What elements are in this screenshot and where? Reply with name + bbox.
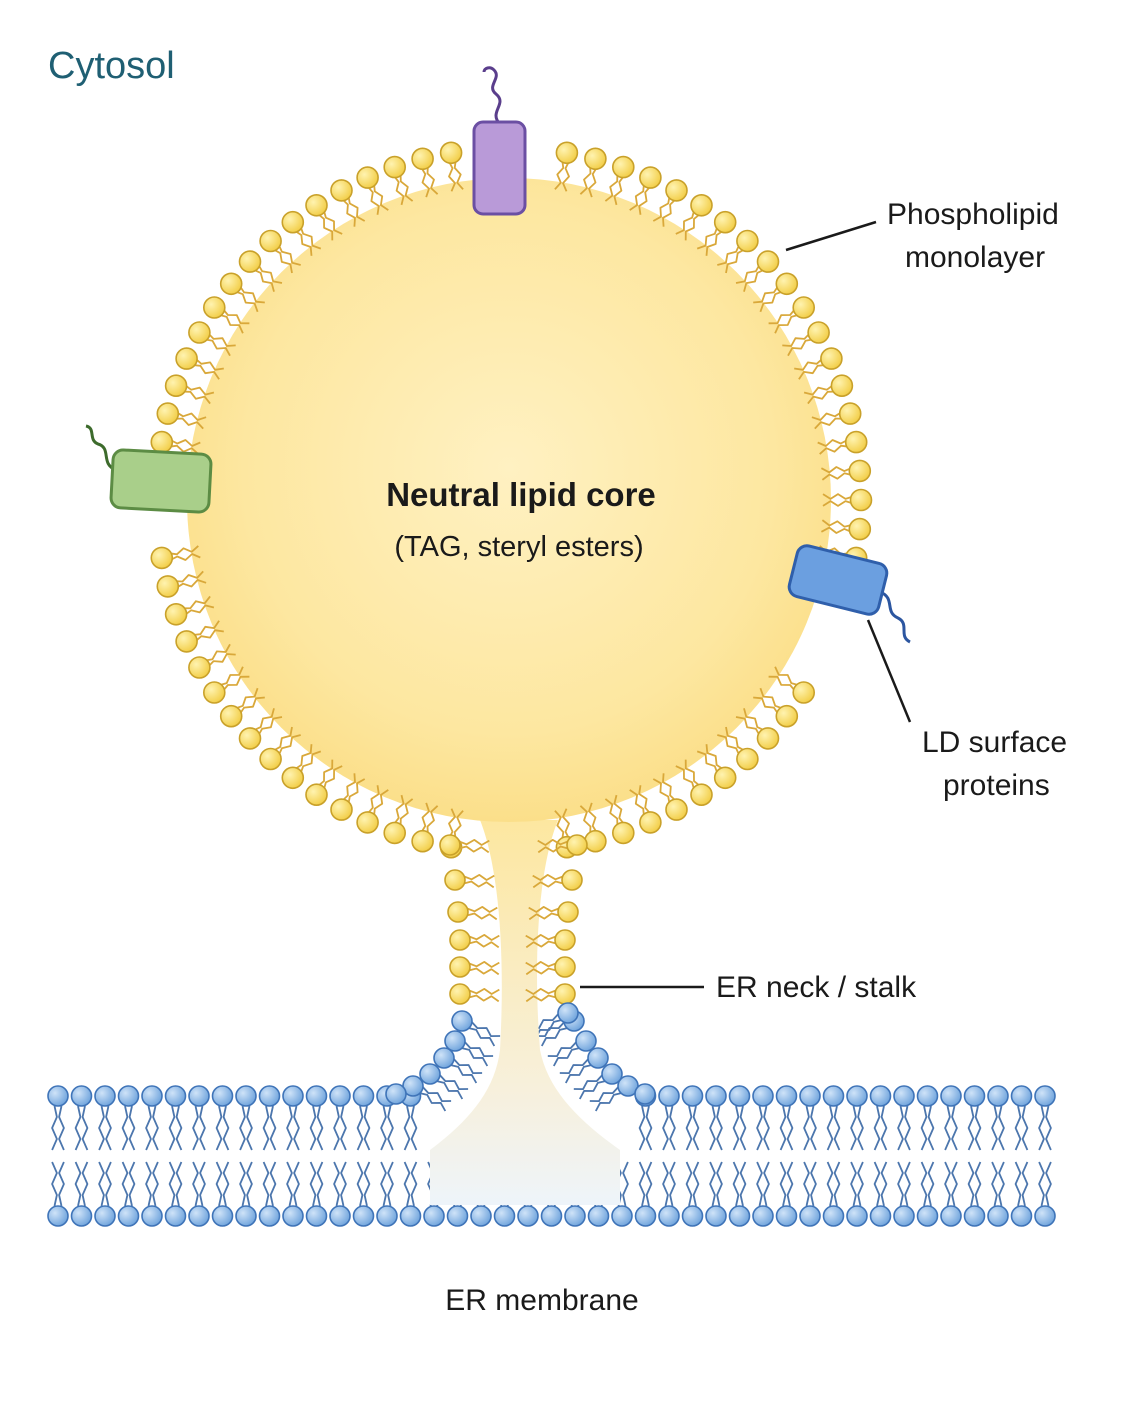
ld-surface-protein-blue <box>787 544 911 644</box>
phospholipid-label-line1: Phospholipid <box>887 198 1059 231</box>
phospholipid-leader <box>785 220 877 252</box>
er-neck-lumen <box>430 820 620 1205</box>
core-subtitle: (TAG, steryl esters) <box>394 531 643 563</box>
er-bilayer-heads <box>47 1002 1056 1227</box>
er-membrane-label: ER membrane <box>445 1284 638 1317</box>
surface-protein-leader <box>866 619 912 723</box>
cytosol-label: Cytosol <box>48 45 175 87</box>
ld-surface-protein-green <box>85 424 213 514</box>
phospholipid-label-line2: monolayer <box>905 241 1045 274</box>
core-title: Neutral lipid core <box>386 476 656 513</box>
surface-protein-label-line2: proteins <box>943 769 1050 802</box>
surface-protein-label-line1: LD surface <box>922 726 1067 759</box>
ld-surface-protein-purple <box>472 66 527 216</box>
neutral-lipid-core <box>187 178 831 822</box>
neck-label: ER neck / stalk <box>716 971 917 1004</box>
er-neck-lipids <box>439 834 588 1005</box>
